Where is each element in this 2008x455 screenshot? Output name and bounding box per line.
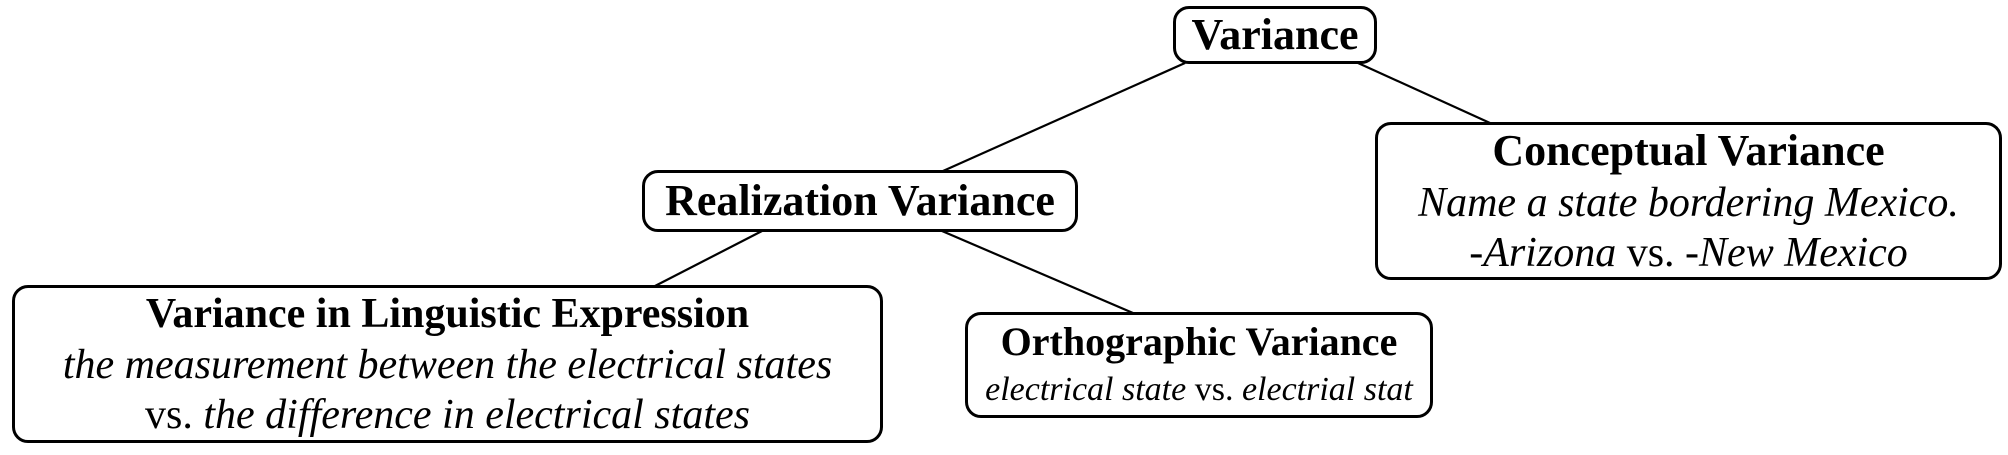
node-conceptual-title: Conceptual Variance (1492, 126, 1885, 175)
node-realization-title: Realization Variance (665, 176, 1055, 225)
node-linguistic-example-line2: vs. the difference in electrical states (145, 390, 750, 440)
edge-variance-realization (942, 61, 1186, 173)
edge-realization-linguistic (654, 230, 763, 287)
node-variance-title: Variance (1191, 10, 1359, 59)
edge-variance-conceptual (1357, 61, 1491, 125)
node-conceptual-example-line1: Name a state bordering Mexico. (1418, 180, 1959, 226)
node-orthographic-title: Orthographic Variance (1000, 319, 1398, 364)
node-linguistic-title: Variance in Linguistic Expression (145, 291, 750, 337)
node-conceptual-example-line2: -Arizona vs. -New Mexico (1469, 228, 1908, 278)
orthographic-example-right: electrial stat (1241, 371, 1413, 408)
conceptual-example-left: -Arizona (1469, 230, 1617, 276)
edge-realization-orthographic (941, 229, 1134, 315)
orthographic-vs-label: vs. (1186, 371, 1242, 408)
orthographic-example-left: electrical state (985, 371, 1187, 408)
node-variance: Variance (1173, 6, 1377, 64)
node-realization-variance: Realization Variance (642, 170, 1078, 232)
node-linguistic-expression-variance: Variance in Linguistic Expression the me… (12, 285, 883, 443)
node-orthographic-example-line: electrical state vs. electrial stat (985, 367, 1413, 413)
node-linguistic-example-line1: the measurement between the electrical s… (62, 342, 833, 388)
node-conceptual-variance: Conceptual Variance Name a state borderi… (1375, 122, 2002, 280)
conceptual-example-right: -New Mexico (1685, 230, 1908, 276)
node-orthographic-variance: Orthographic Variance electrical state v… (965, 312, 1433, 418)
linguistic-example-right: the difference in electrical states (203, 392, 750, 438)
conceptual-vs-label: vs. (1616, 230, 1686, 276)
linguistic-vs-label: vs. (145, 392, 204, 438)
